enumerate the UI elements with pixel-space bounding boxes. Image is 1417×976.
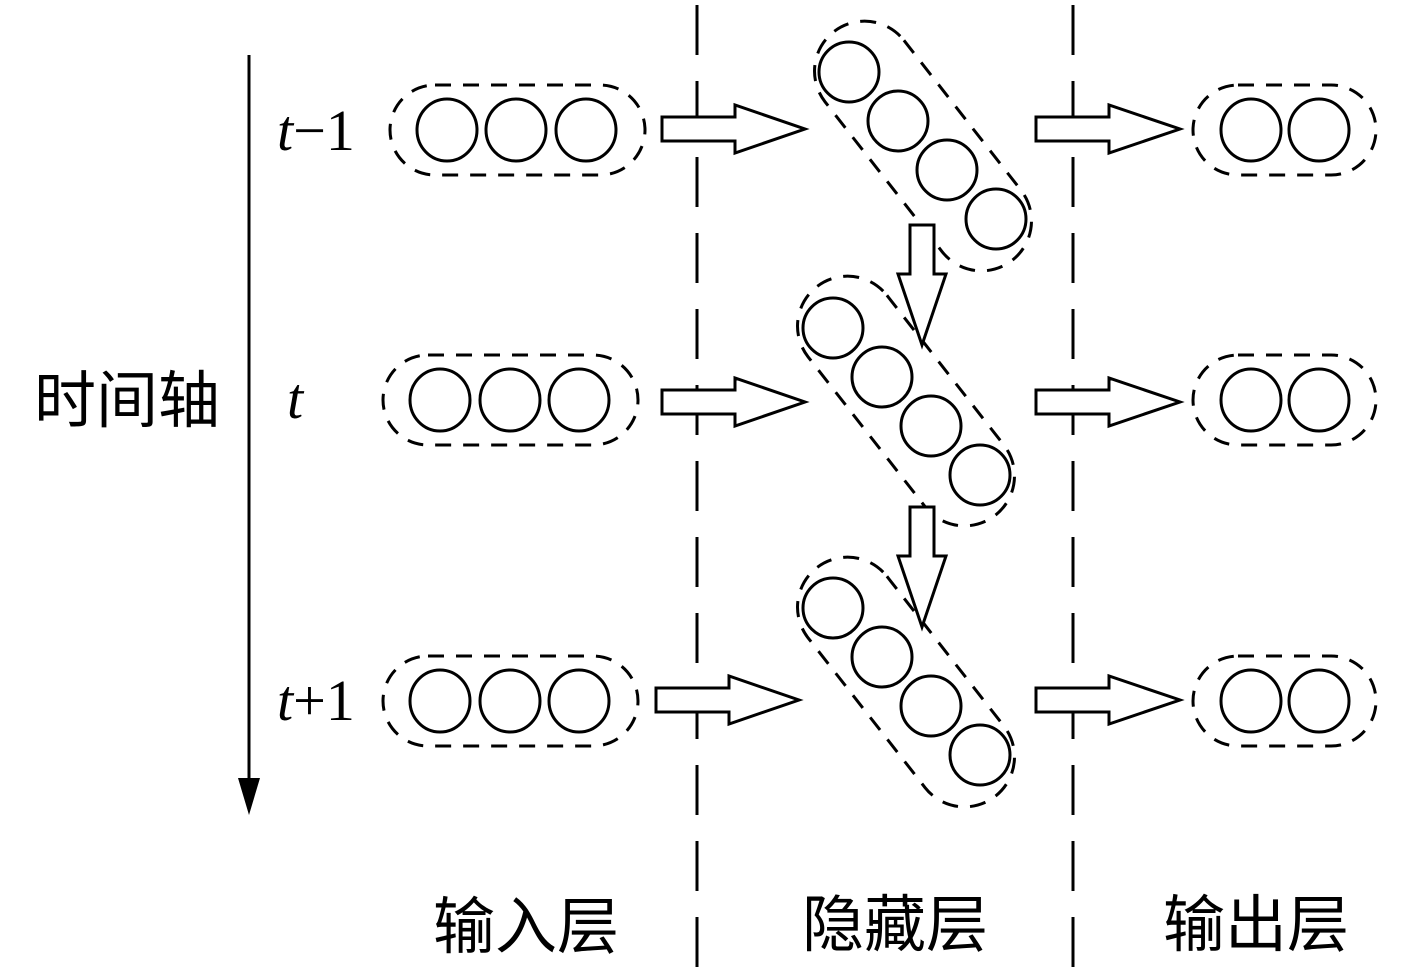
recurrent-arrows [895, 223, 949, 632]
hidden-neuron [915, 138, 979, 202]
arrow-right-icon [1034, 673, 1185, 727]
arrow-right-icon [1034, 375, 1185, 429]
hidden-group-outline [796, 274, 1016, 528]
output-group-t-minus-1 [1191, 83, 1378, 177]
hidden-group-t-minus-1 [813, 19, 1033, 273]
output-neuron [1287, 668, 1351, 734]
input-group-t [381, 353, 640, 447]
hidden-neuron [801, 576, 865, 640]
hidden-neuron [964, 187, 1028, 251]
output-neuron [1287, 367, 1351, 433]
input-group-outline [388, 83, 647, 177]
input-neuron [408, 668, 472, 734]
time-step-label-t-minus-1: t−1 [277, 98, 355, 163]
arrow-right-icon [660, 102, 810, 156]
input-layer [381, 83, 647, 748]
hidden-neuron [899, 394, 963, 458]
input-neuron [415, 97, 479, 163]
hidden-neuron [899, 674, 963, 738]
output-neuron [1219, 97, 1283, 163]
input-group-t-plus-1 [381, 654, 640, 748]
input-neuron [547, 367, 611, 433]
arrow-right-icon [1034, 102, 1185, 156]
output-group-outline [1191, 353, 1378, 447]
input-neuron [408, 367, 472, 433]
arrow-down-icon [895, 223, 949, 350]
hidden-neuron [850, 625, 914, 689]
hidden-neuron [866, 89, 930, 153]
output-layer [1191, 83, 1378, 748]
time-axis-label: 时间轴 [34, 364, 220, 437]
time-step-label-t-plus-1: t+1 [277, 668, 355, 733]
output-neuron [1219, 367, 1283, 433]
layer-labels: 输入层 隐藏层 输出层 [433, 888, 1349, 963]
input-neuron [478, 668, 542, 734]
output-neuron [1287, 97, 1351, 163]
input-group-t-minus-1 [388, 83, 647, 177]
layer-label-hidden: 隐藏层 [802, 888, 988, 961]
output-neuron [1219, 668, 1283, 734]
input-group-outline [381, 353, 640, 447]
layer-label-input: 输入层 [433, 890, 619, 963]
hidden-group-outline [813, 19, 1033, 273]
output-group-t [1191, 353, 1378, 447]
hidden-neuron [948, 723, 1012, 787]
output-group-t-plus-1 [1191, 654, 1378, 748]
hidden-to-output-arrows [1034, 102, 1185, 727]
hidden-neuron [817, 40, 881, 104]
arrow-right-icon [660, 375, 810, 429]
input-neuron [478, 367, 542, 433]
output-group-outline [1191, 83, 1378, 177]
hidden-group-outline [796, 555, 1016, 809]
hidden-neuron [801, 296, 865, 360]
time-step-label-t: t [287, 366, 305, 431]
input-to-hidden-arrows [654, 102, 810, 727]
time-axis: 时间轴 [34, 55, 260, 815]
arrow-down-icon [895, 505, 949, 632]
layer-label-output: 输出层 [1163, 888, 1349, 961]
hidden-layer [796, 19, 1033, 809]
input-neuron [554, 97, 618, 163]
hidden-group-t [796, 274, 1016, 528]
hidden-neuron [850, 345, 914, 409]
input-neuron [484, 97, 548, 163]
input-group-outline [381, 654, 640, 748]
time-step-labels: t−1 t t+1 [277, 98, 355, 733]
arrow-right-icon [654, 673, 804, 727]
output-group-outline [1191, 654, 1378, 748]
time-axis-arrowhead-icon [238, 778, 260, 815]
hidden-group-t-plus-1 [796, 555, 1016, 809]
hidden-neuron [948, 443, 1012, 507]
input-neuron [547, 668, 611, 734]
